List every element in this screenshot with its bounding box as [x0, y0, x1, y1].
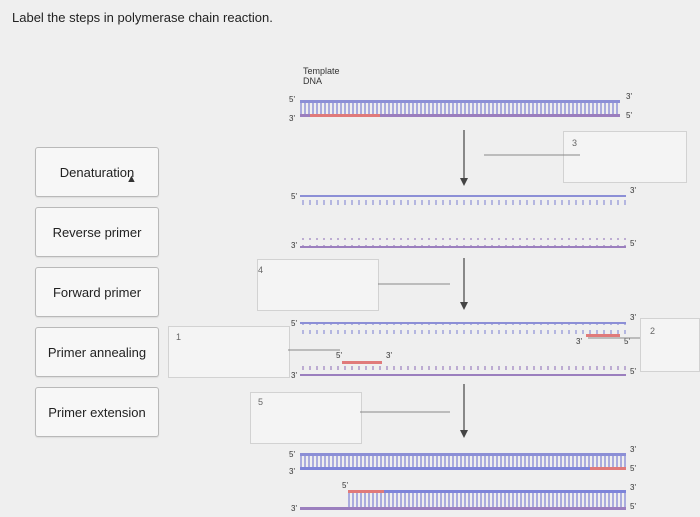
svg-text:3': 3' — [289, 467, 295, 476]
svg-text:3': 3' — [291, 241, 297, 250]
svg-text:5': 5' — [630, 464, 636, 473]
end-label: 5' — [289, 95, 295, 104]
svg-text:3': 3' — [386, 351, 392, 360]
drop-number: 2 — [650, 326, 656, 336]
label-text: Primer annealing — [47, 344, 147, 360]
drop-target-3[interactable] — [563, 131, 687, 183]
separated-strands: 5' 3' 3' 5' — [291, 186, 636, 250]
arrow-head-icon — [460, 302, 468, 310]
drop-number: 1 — [176, 332, 182, 342]
extended-strands: 5' 3' 3' 5' 3' 5' 3' 5' — [289, 445, 636, 513]
svg-text:3': 3' — [291, 504, 297, 513]
drop-number: 4 — [258, 265, 264, 275]
drop-number: 3 — [572, 138, 578, 148]
end-label: 5' — [626, 111, 632, 120]
label-text: Primer extension — [48, 404, 146, 420]
svg-text:5': 5' — [624, 337, 630, 346]
svg-text:3': 3' — [630, 483, 636, 492]
arrow-head-icon — [460, 430, 468, 438]
label-reverse-primer[interactable]: Reverse primer — [35, 207, 159, 257]
drop-target-4[interactable] — [257, 259, 379, 311]
template-dna-double-strand: 5' 3' 3' 5' — [289, 92, 632, 123]
label-primer-annealing[interactable]: Primer annealing — [35, 327, 159, 377]
question-text: Label the steps in polymerase chain reac… — [12, 10, 273, 25]
drop-target-1[interactable] — [168, 326, 290, 378]
svg-text:5': 5' — [336, 351, 342, 360]
label-text: Reverse primer — [52, 224, 142, 240]
svg-text:5': 5' — [630, 239, 636, 248]
label-text: Forward primer — [52, 284, 142, 300]
drop-target-2[interactable] — [640, 318, 700, 372]
svg-text:3': 3' — [291, 371, 297, 380]
drop-number: 5 — [258, 397, 264, 407]
template-title: Template — [303, 66, 340, 76]
end-label: 3' — [626, 92, 632, 101]
label-text: Denaturation — [59, 164, 135, 180]
svg-text:5': 5' — [289, 450, 295, 459]
svg-text:5': 5' — [291, 319, 297, 328]
svg-text:5': 5' — [342, 481, 348, 490]
label-primer-extension[interactable]: Primer extension — [35, 387, 159, 437]
drop-target-5[interactable] — [250, 392, 362, 444]
annealed-strands: 5' 3' 5' 3' 3' 5' 3' 5' — [288, 313, 640, 380]
label-denaturation[interactable]: Denaturation — [35, 147, 159, 197]
svg-text:5': 5' — [291, 192, 297, 201]
svg-text:3': 3' — [630, 445, 636, 454]
template-title: DNA — [303, 76, 322, 86]
end-label: 3' — [289, 114, 295, 123]
arrow-head-icon — [460, 178, 468, 186]
svg-text:3': 3' — [630, 313, 636, 322]
mouse-pointer-icon: ▲ — [126, 173, 137, 185]
svg-text:5': 5' — [630, 502, 636, 511]
svg-text:3': 3' — [630, 186, 636, 195]
svg-text:3': 3' — [576, 337, 582, 346]
label-forward-primer[interactable]: Forward primer — [35, 267, 159, 317]
svg-text:5': 5' — [630, 367, 636, 376]
